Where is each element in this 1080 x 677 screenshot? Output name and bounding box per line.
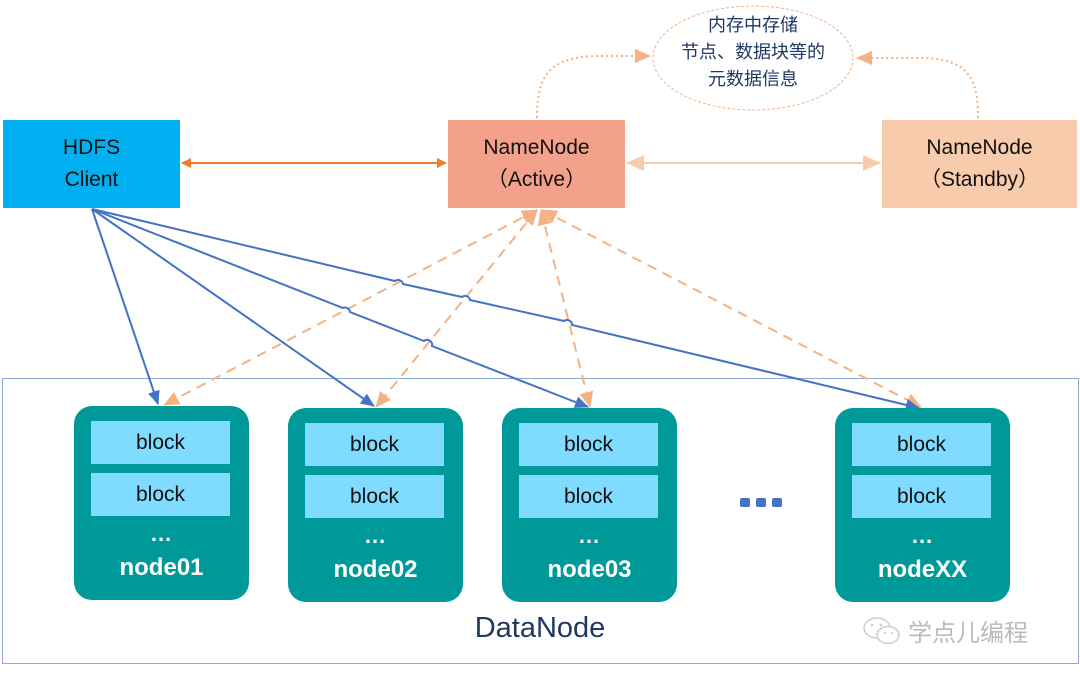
standby-to-metadata-arc [856, 51, 979, 119]
client-node02-link [91, 208, 375, 407]
namenode-standby-label: NameNode [926, 136, 1033, 159]
hdfs-client-label-line2: Client [64, 168, 119, 191]
more-blocks-indicator: ... [911, 523, 934, 548]
datanode-node01: block block ... node01 [74, 406, 249, 600]
block: block [91, 421, 230, 464]
namenode-standby-box: NameNode （Standby） [882, 120, 1077, 208]
active-to-metadata-arc [536, 49, 651, 119]
block: block [852, 423, 991, 466]
hdfs-client-box: HDFS Client [3, 120, 180, 208]
node-name: nodeXX [877, 556, 968, 583]
client-nodexx-link [91, 208, 920, 411]
metadata-note: 内存中存储 节点、数据块等的 元数据信息 [655, 12, 851, 93]
datanode-group-label: DataNode [474, 612, 606, 644]
block: block [305, 423, 444, 466]
block: block [519, 475, 658, 518]
more-nodes-ellipsis-icon [740, 498, 782, 507]
metadata-note-line2: 节点、数据块等的 [681, 42, 825, 63]
namenode-node02-link [375, 209, 538, 408]
watermark-text: 学点儿编程 [908, 619, 1028, 647]
watermark: 学点儿编程 [862, 613, 1028, 648]
node-name: node02 [333, 556, 418, 583]
block: block [519, 423, 658, 466]
wechat-icon [863, 616, 900, 644]
node-name: node01 [119, 554, 204, 581]
namenode-active-state: （Active） [486, 168, 587, 191]
block: block [852, 475, 991, 518]
namenode-node03-link [537, 209, 594, 408]
datanode-nodexx: block block ... nodeXX [835, 408, 1010, 602]
namenode-nodexx-link [541, 209, 922, 408]
node-name: node03 [547, 556, 632, 583]
block: block [305, 475, 444, 518]
client-node01-link [91, 208, 160, 405]
hdfs-client-label-line1: HDFS [62, 136, 121, 159]
client-node03-link [91, 208, 589, 408]
block: block [91, 473, 230, 516]
more-blocks-indicator: ... [578, 523, 601, 548]
more-blocks-indicator: ... [150, 521, 173, 546]
metadata-ellipse [652, 5, 854, 111]
datanode-node03: block block ... node03 [502, 408, 677, 602]
namenode-standby-state: （Standby） [919, 168, 1040, 191]
namenode-active-box: NameNode （Active） [448, 120, 625, 208]
namenode-active-label: NameNode [483, 136, 590, 159]
metadata-note-line3: 元数据信息 [708, 69, 798, 90]
more-blocks-indicator: ... [364, 523, 387, 548]
metadata-note-line1: 内存中存储 [708, 15, 798, 36]
datanode-node02: block block ... node02 [288, 408, 463, 602]
